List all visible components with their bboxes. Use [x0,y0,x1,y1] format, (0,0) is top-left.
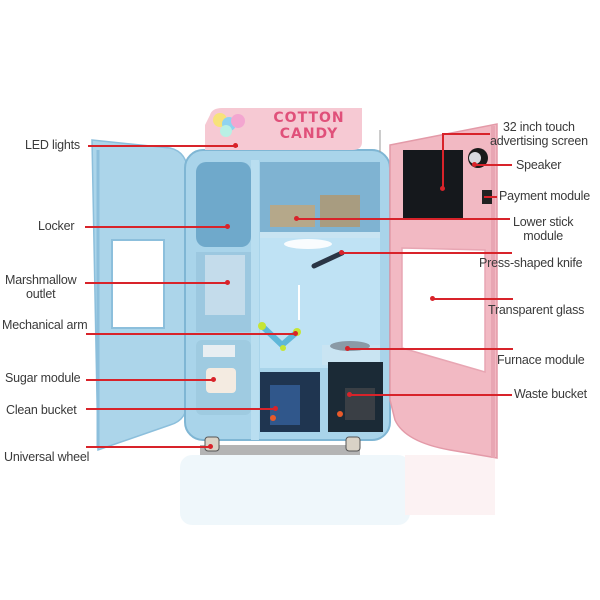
leader-lower-stick-module [296,218,510,220]
leader-touch-screen-v [442,133,444,188]
label-lower-stick-module: Lower stick module [513,215,574,243]
leader-led-lights [88,145,238,147]
leader-touch-screen-h [442,133,490,135]
label-mechanical-arm: Mechanical arm [2,318,88,332]
label-led-lights: LED lights [25,138,80,152]
leader-dot-press-shaped-knife [339,250,344,255]
leader-universal-wheel [86,446,211,448]
leader-payment-module [484,196,497,198]
leader-clean-bucket [86,408,276,410]
leader-dot-universal-wheel [208,444,213,449]
leader-marshmallow-outlet [85,282,228,284]
leader-dot-clean-bucket [273,406,278,411]
leader-dot-speaker [472,162,477,167]
leader-press-shaped-knife [342,252,512,254]
label-touch-screen: 32 inch touch advertising screen [490,120,588,148]
leader-dot-furnace-module [345,346,350,351]
leader-dot-waste-bucket [347,392,352,397]
leader-dot-touch-screen [440,186,445,191]
leader-dot-lower-stick-module [294,216,299,221]
label-touch-screen-line1: 32 inch touch [503,120,575,134]
label-payment-module: Payment module [499,189,590,203]
leader-locker [85,226,228,228]
label-waste-bucket: Waste bucket [514,387,587,401]
leader-sugar-module [86,379,214,381]
label-marshmallow-outlet-line2: outlet [26,287,56,301]
label-touch-screen-line2: advertising screen [490,134,588,148]
label-marshmallow-outlet: Marshmallow outlet [5,273,77,301]
leader-dot-locker [225,224,230,229]
leader-speaker [474,164,512,166]
label-locker: Locker [38,219,75,233]
leader-transparent-glass [433,298,513,300]
sign-line-1: COTTON [273,110,345,126]
label-marshmallow-outlet-line1: Marshmallow [5,273,77,287]
leader-dot-mechanical-arm [293,331,298,336]
label-universal-wheel: Universal wheel [4,450,90,464]
leader-dot-sugar-module [211,377,216,382]
leader-waste-bucket [350,394,512,396]
label-press-shaped-knife: Press-shaped knife [479,256,583,270]
leader-dot-led-lights [233,143,238,148]
leader-furnace-module [347,348,513,350]
sign-line-2: CANDY [279,126,339,142]
label-lower-stick-module-line1: Lower stick [513,215,574,229]
label-speaker: Speaker [516,158,562,172]
label-furnace-module: Furnace module [497,353,585,367]
brand-sign: COTTON CANDY [254,110,364,142]
leader-dot-marshmallow-outlet [225,280,230,285]
label-lower-stick-module-line2: module [523,229,564,243]
label-transparent-glass: Transparent glass [488,303,585,317]
leader-dot-transparent-glass [430,296,435,301]
label-sugar-module: Sugar module [5,371,81,385]
leader-mechanical-arm [86,333,296,335]
label-clean-bucket: Clean bucket [6,403,77,417]
